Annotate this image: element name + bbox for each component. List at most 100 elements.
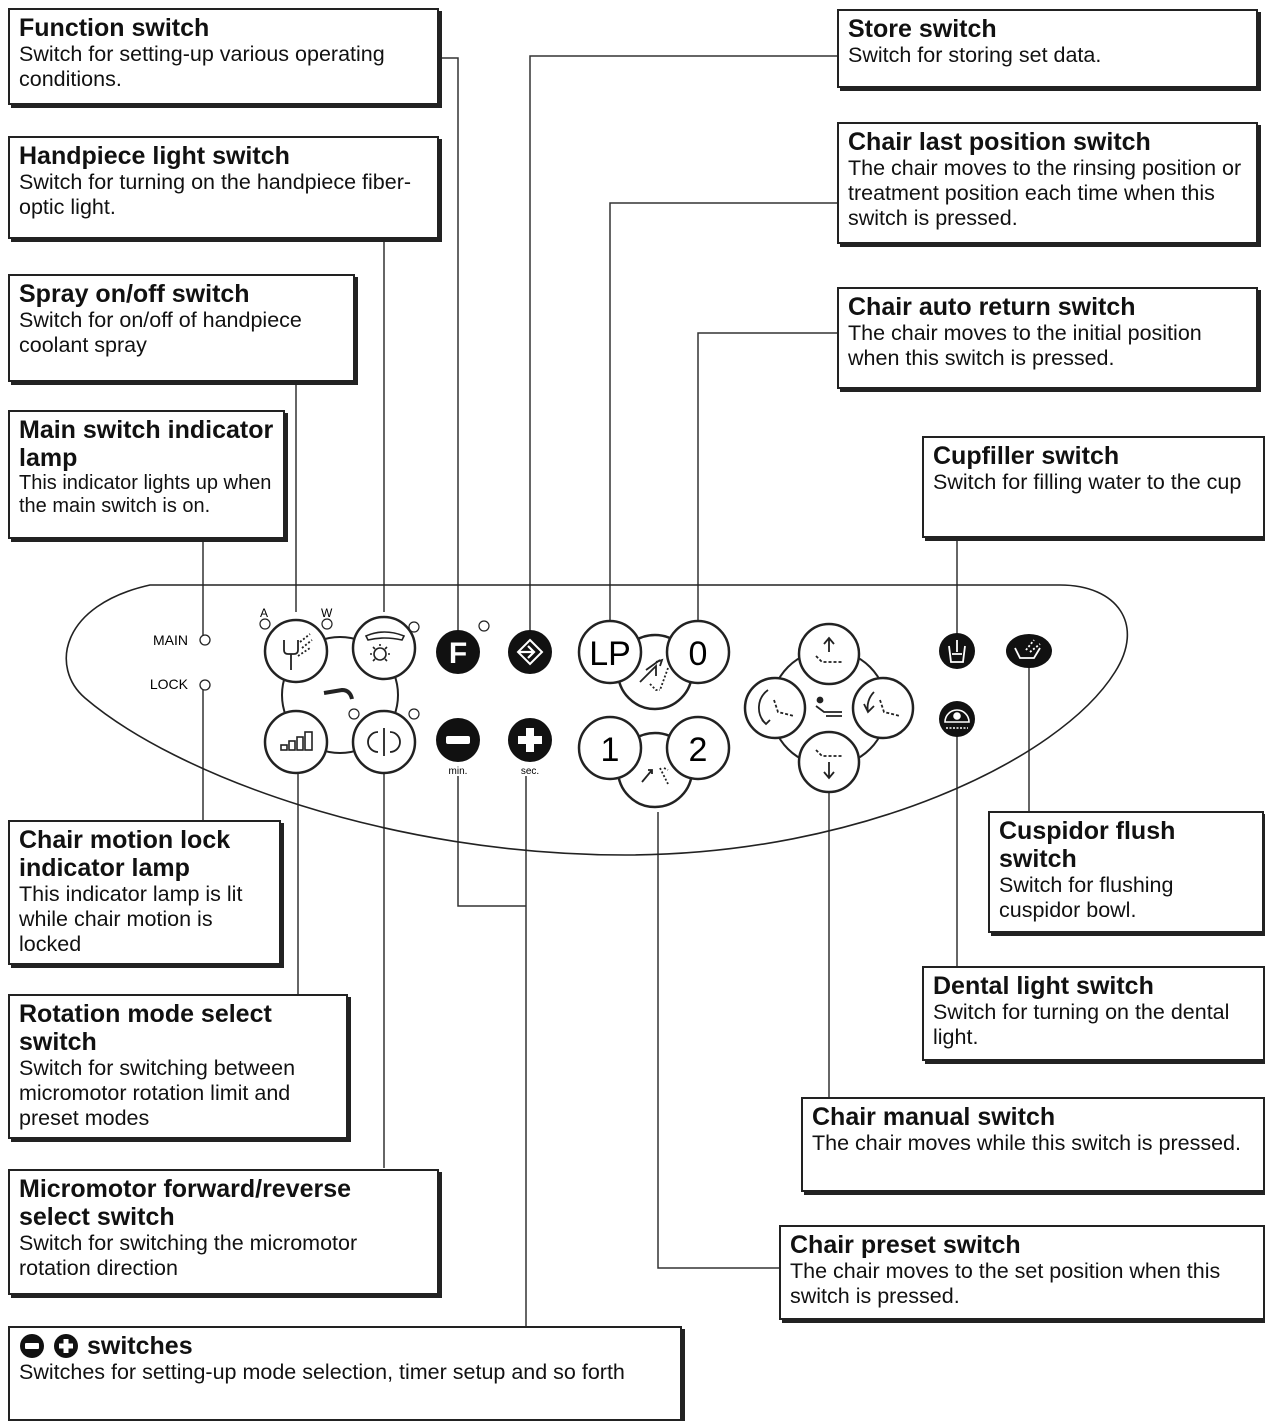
cupfiller-switch[interactable] bbox=[939, 633, 975, 669]
minus-switch[interactable] bbox=[436, 718, 480, 762]
preset-group: 1 2 bbox=[577, 715, 731, 809]
callout-title: Spray on/off switch bbox=[19, 280, 250, 308]
callout-title: Rotation mode select switch bbox=[19, 1000, 272, 1056]
callout-desc: Switch for filling water to the cup bbox=[933, 470, 1242, 494]
chair-manual-group bbox=[743, 622, 915, 794]
callout-title: Micromotor forward/reverse select switch bbox=[19, 1175, 352, 1231]
chair-preset-icon bbox=[641, 767, 669, 785]
panel-outline bbox=[65, 584, 1129, 856]
w-label: W bbox=[321, 606, 333, 620]
chair-back-left-switch[interactable] bbox=[743, 676, 807, 740]
chair-back-right-switch[interactable] bbox=[851, 676, 915, 740]
callout-desc: This indicator lights up when the main s… bbox=[19, 472, 272, 518]
chair-up-icon bbox=[815, 636, 842, 663]
a-label: A bbox=[260, 606, 268, 620]
callout-desc: The chair moves to the initial position … bbox=[848, 321, 1202, 370]
function-switch[interactable]: F bbox=[436, 630, 480, 674]
function-lamp bbox=[478, 620, 490, 632]
leader-autoreturn bbox=[697, 332, 837, 625]
chair-center-icon bbox=[815, 696, 842, 717]
spray-water-lamp bbox=[321, 618, 333, 630]
callout-chair-preset: Chair preset switch The chair moves to t… bbox=[779, 1225, 1265, 1320]
callout-title: Chair auto return switch bbox=[848, 293, 1136, 321]
control-panel: MAIN LOCK A W bbox=[65, 584, 1129, 856]
preset-2-switch[interactable]: 2 bbox=[665, 715, 731, 781]
lock-indicator-lamp bbox=[199, 679, 211, 691]
chair-down-icon bbox=[815, 749, 842, 780]
callout-spray-switch: Spray on/off switch Switch for on/off of… bbox=[8, 274, 355, 382]
dental-light-icon bbox=[944, 709, 970, 729]
handpiece-light-icon bbox=[364, 631, 406, 662]
spray-air-lamp bbox=[259, 618, 271, 630]
callout-title: Chair last position switch bbox=[848, 128, 1151, 156]
callout-desc: Switches for setting-up mode selection, … bbox=[19, 1360, 625, 1384]
store-switch[interactable] bbox=[508, 630, 552, 674]
callout-minus-plus: switches Switches for setting-up mode se… bbox=[8, 1326, 682, 1421]
callout-title: Function switch bbox=[19, 14, 210, 42]
callout-desc: Switch for switching between micromotor … bbox=[19, 1056, 296, 1130]
chair-back-right-icon bbox=[863, 691, 901, 717]
plus-icon bbox=[518, 728, 542, 752]
dental-light-switch[interactable] bbox=[939, 701, 975, 737]
lp-label: LP bbox=[589, 635, 631, 673]
chair-up-switch[interactable] bbox=[797, 622, 861, 686]
callout-cupfiller: Cupfiller switch Switch for filling wate… bbox=[922, 436, 1265, 538]
f-label: F bbox=[449, 637, 467, 670]
callout-last-position: Chair last position switch The chair mov… bbox=[837, 122, 1258, 244]
auto-return-switch[interactable]: 0 bbox=[665, 619, 731, 685]
callout-title: Chair manual switch bbox=[812, 1103, 1056, 1131]
callout-desc: The chair moves while this switch is pre… bbox=[812, 1131, 1241, 1155]
callout-title: Dental light switch bbox=[933, 972, 1154, 1000]
one-label: 1 bbox=[601, 731, 620, 769]
minus-icon bbox=[446, 736, 470, 744]
leader-store bbox=[529, 55, 837, 633]
rotation-bars-icon bbox=[280, 731, 313, 751]
last-pos-return-group: LP 0 bbox=[577, 619, 731, 711]
callout-desc: This indicator lamp is lit while chair m… bbox=[19, 882, 243, 956]
callout-desc: The chair moves to the rinsing position … bbox=[848, 156, 1242, 230]
callout-rotation-mode: Rotation mode select switch Switch for s… bbox=[8, 994, 348, 1139]
sec-label: sec. bbox=[521, 766, 539, 777]
callout-desc: Switch for setting-up various operating … bbox=[19, 42, 385, 91]
callout-title: Chair preset switch bbox=[790, 1231, 1021, 1259]
zero-label: 0 bbox=[689, 635, 708, 673]
callout-title: Store switch bbox=[848, 15, 997, 43]
leader-preset bbox=[657, 812, 780, 1269]
cupfiller-icon bbox=[948, 640, 966, 663]
chair-cycle-icon bbox=[639, 658, 669, 691]
callout-desc: Switch for turning on the dental light. bbox=[933, 1000, 1230, 1049]
callout-desc: Switch for storing set data. bbox=[848, 43, 1102, 67]
callout-title-row: switches bbox=[19, 1332, 671, 1360]
minus-icon bbox=[20, 1334, 44, 1358]
callout-desc: Switch for switching the micromotor rota… bbox=[19, 1231, 358, 1280]
forward-reverse-switch[interactable] bbox=[351, 709, 417, 775]
rotation-mode-switch[interactable] bbox=[263, 709, 329, 775]
leader-lastpos bbox=[609, 202, 837, 630]
callout-title: Chair motion lock indicator lamp bbox=[19, 826, 231, 882]
callout-function-switch: Function switch Switch for setting-up va… bbox=[8, 8, 439, 105]
plus-switch[interactable] bbox=[508, 718, 552, 762]
callout-lock-lamp: Chair motion lock indicator lamp This in… bbox=[8, 820, 281, 965]
callout-title: switches bbox=[87, 1332, 193, 1360]
last-position-switch[interactable]: LP bbox=[577, 619, 643, 685]
preset-1-switch[interactable]: 1 bbox=[577, 715, 643, 781]
callout-title: Handpiece light switch bbox=[19, 142, 290, 170]
spray-switch[interactable] bbox=[263, 618, 329, 684]
callout-desc: Switch for turning on the handpiece fibe… bbox=[19, 170, 412, 219]
callout-title: Main switch indicator lamp bbox=[19, 416, 274, 472]
callout-store-switch: Store switch Switch for storing set data… bbox=[837, 9, 1258, 88]
callout-title: Cupfiller switch bbox=[933, 442, 1120, 470]
handpiece-light-switch[interactable] bbox=[351, 615, 417, 681]
cuspidor-flush-icon bbox=[1014, 639, 1041, 659]
leader-function bbox=[437, 57, 459, 631]
two-label: 2 bbox=[689, 731, 708, 769]
callout-desc: Switch for on/off of handpiece coolant s… bbox=[19, 308, 302, 357]
callout-forward-reverse: Micromotor forward/reverse select switch… bbox=[8, 1169, 439, 1295]
chair-down-switch[interactable] bbox=[797, 730, 861, 794]
leader-lines bbox=[202, 55, 1030, 1326]
cuspidor-flush-switch[interactable] bbox=[1006, 634, 1052, 668]
main-label: MAIN bbox=[153, 632, 188, 648]
callout-chair-manual: Chair manual switch The chair moves whil… bbox=[801, 1097, 1265, 1192]
leader-minus bbox=[457, 776, 526, 907]
